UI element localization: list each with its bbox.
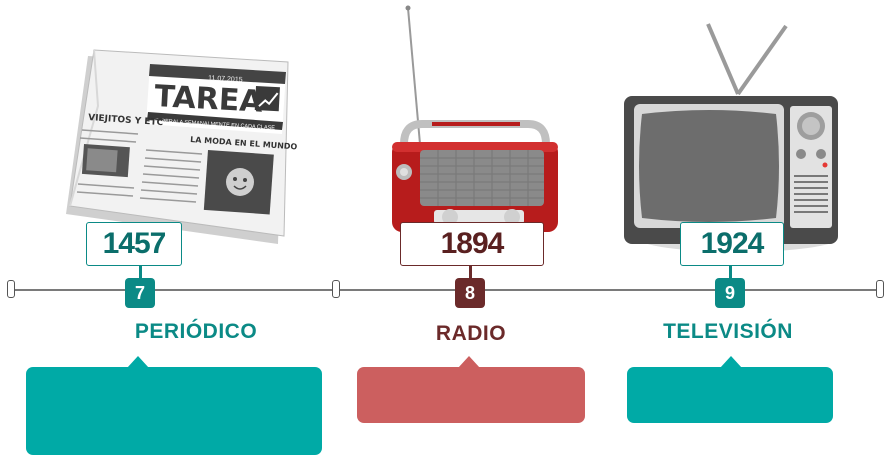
radio-illustration <box>392 5 558 232</box>
newspaper-masthead: TAREA <box>154 79 265 120</box>
card-notch-television <box>720 356 742 368</box>
stem-radio <box>469 266 472 282</box>
card-television <box>627 367 833 423</box>
timeline-line <box>14 289 880 291</box>
newspaper-date: 11.07.2015 <box>208 75 243 84</box>
number-badge-television: 9 <box>715 278 745 308</box>
label-periodico: PERIÓDICO <box>134 320 258 343</box>
year-box-radio: 1894 <box>400 222 544 266</box>
timeline-endcap-left <box>7 280 15 298</box>
card-radio <box>357 367 585 423</box>
timeline-endcap-right <box>876 280 884 298</box>
newspaper-illustration: TAREA 11.07.2015 ESPERALA SEMANALMENTE E… <box>66 49 298 244</box>
card-notch-periodico <box>127 356 149 368</box>
label-radio: RADIO <box>435 322 507 345</box>
number-badge-periodico: 7 <box>125 278 155 308</box>
card-notch-radio <box>458 356 480 368</box>
year-box-periodico: 1457 <box>86 222 182 266</box>
year-box-television: 1924 <box>680 222 784 266</box>
stem-television <box>729 266 732 282</box>
card-periodico <box>26 367 322 455</box>
timeline-endcap-middle <box>332 280 340 298</box>
label-television: TELEVISIÓN <box>663 320 793 343</box>
stem-periodico <box>139 266 142 282</box>
number-badge-radio: 8 <box>455 278 485 308</box>
